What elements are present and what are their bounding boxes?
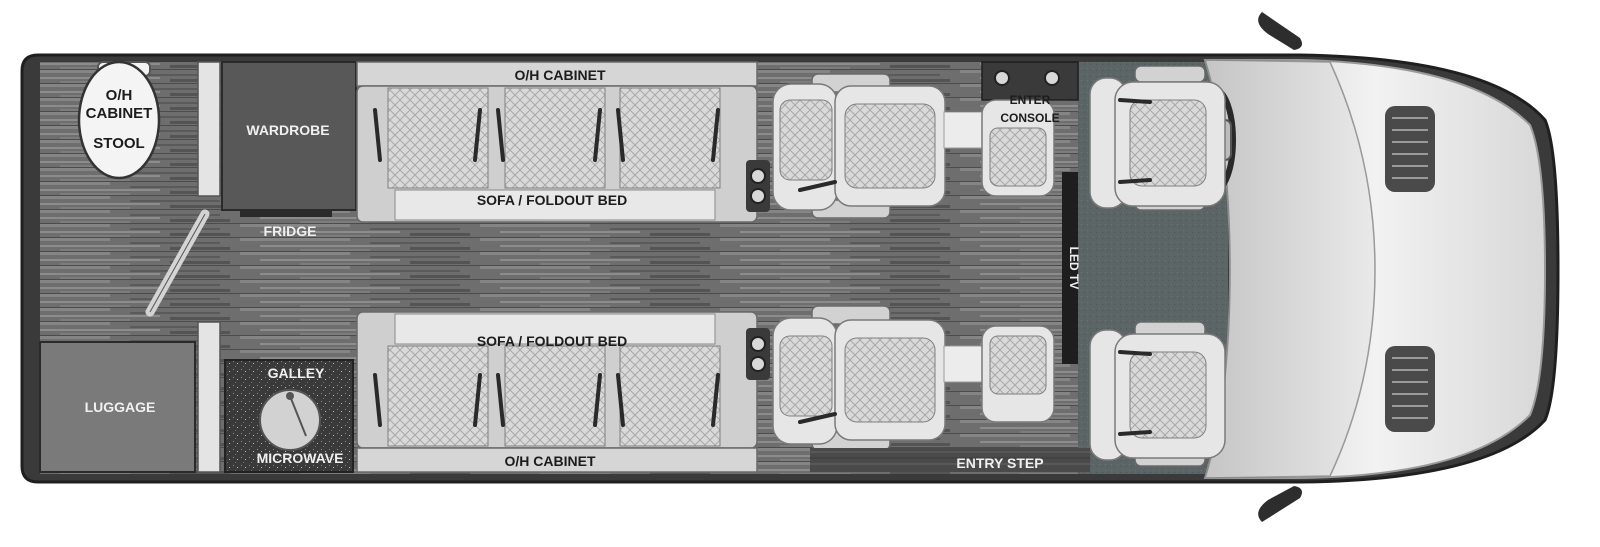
partition-wall-top bbox=[197, 61, 221, 197]
sofa-bottom bbox=[356, 311, 758, 473]
passenger-seat bbox=[1089, 321, 1226, 467]
galley-sink-icon bbox=[259, 389, 321, 451]
cupholder-icon-bottom bbox=[746, 328, 770, 380]
partition-wall-bottom bbox=[197, 321, 221, 473]
enter-console-label-line1: ENTER bbox=[1010, 93, 1051, 107]
galley-label: GALLEY bbox=[268, 365, 325, 381]
led-tv bbox=[1062, 172, 1078, 364]
driver-seat bbox=[1089, 65, 1226, 211]
wardrobe bbox=[221, 61, 357, 211]
sofa-foldout-bed-top-label: SOFA / FOLDOUT BED bbox=[477, 192, 627, 208]
rear-chair-bottom-right bbox=[943, 325, 1055, 423]
wardrobe-label: WARDROBE bbox=[246, 122, 329, 138]
sofa-foldout-bed-bottom-label: SOFA / FOLDOUT BED bbox=[477, 333, 627, 349]
toilet-icon bbox=[77, 60, 161, 180]
captain-chair-bottom-left bbox=[772, 305, 946, 451]
luggage-compartment bbox=[39, 341, 196, 473]
luggage-label: LUGGAGE bbox=[85, 399, 156, 415]
enter-console-label-line2: CONSOLE bbox=[1000, 111, 1059, 125]
oh-cabinet-top-label: O/H CABINET bbox=[515, 67, 606, 83]
led-tv-label: LED TV bbox=[1067, 247, 1081, 290]
side-mirror-bottom bbox=[1258, 486, 1302, 522]
entertainment-console bbox=[943, 61, 1079, 197]
microwave-label: MICROWAVE bbox=[257, 450, 344, 466]
oh-cabinet-stool-label-line2: CABINET bbox=[86, 105, 153, 122]
oh-cabinet-stool-label-line3: STOOL bbox=[93, 135, 144, 152]
bath-door-icon bbox=[145, 209, 210, 317]
captain-chair-top-left bbox=[772, 73, 946, 219]
oh-cabinet-stool-label-line1: O/H bbox=[106, 87, 133, 104]
entry-step bbox=[810, 448, 1090, 472]
fridge-label: FRIDGE bbox=[264, 223, 317, 239]
side-mirror-top bbox=[1258, 12, 1302, 50]
oh-cabinet-bottom-label: O/H CABINET bbox=[505, 453, 596, 469]
sofa-top bbox=[356, 61, 758, 223]
vehicle-front-hood bbox=[1203, 59, 1547, 479]
cupholder-icon-top bbox=[746, 160, 770, 212]
entry-step-label: ENTRY STEP bbox=[956, 455, 1043, 471]
fridge-edge bbox=[240, 210, 332, 217]
